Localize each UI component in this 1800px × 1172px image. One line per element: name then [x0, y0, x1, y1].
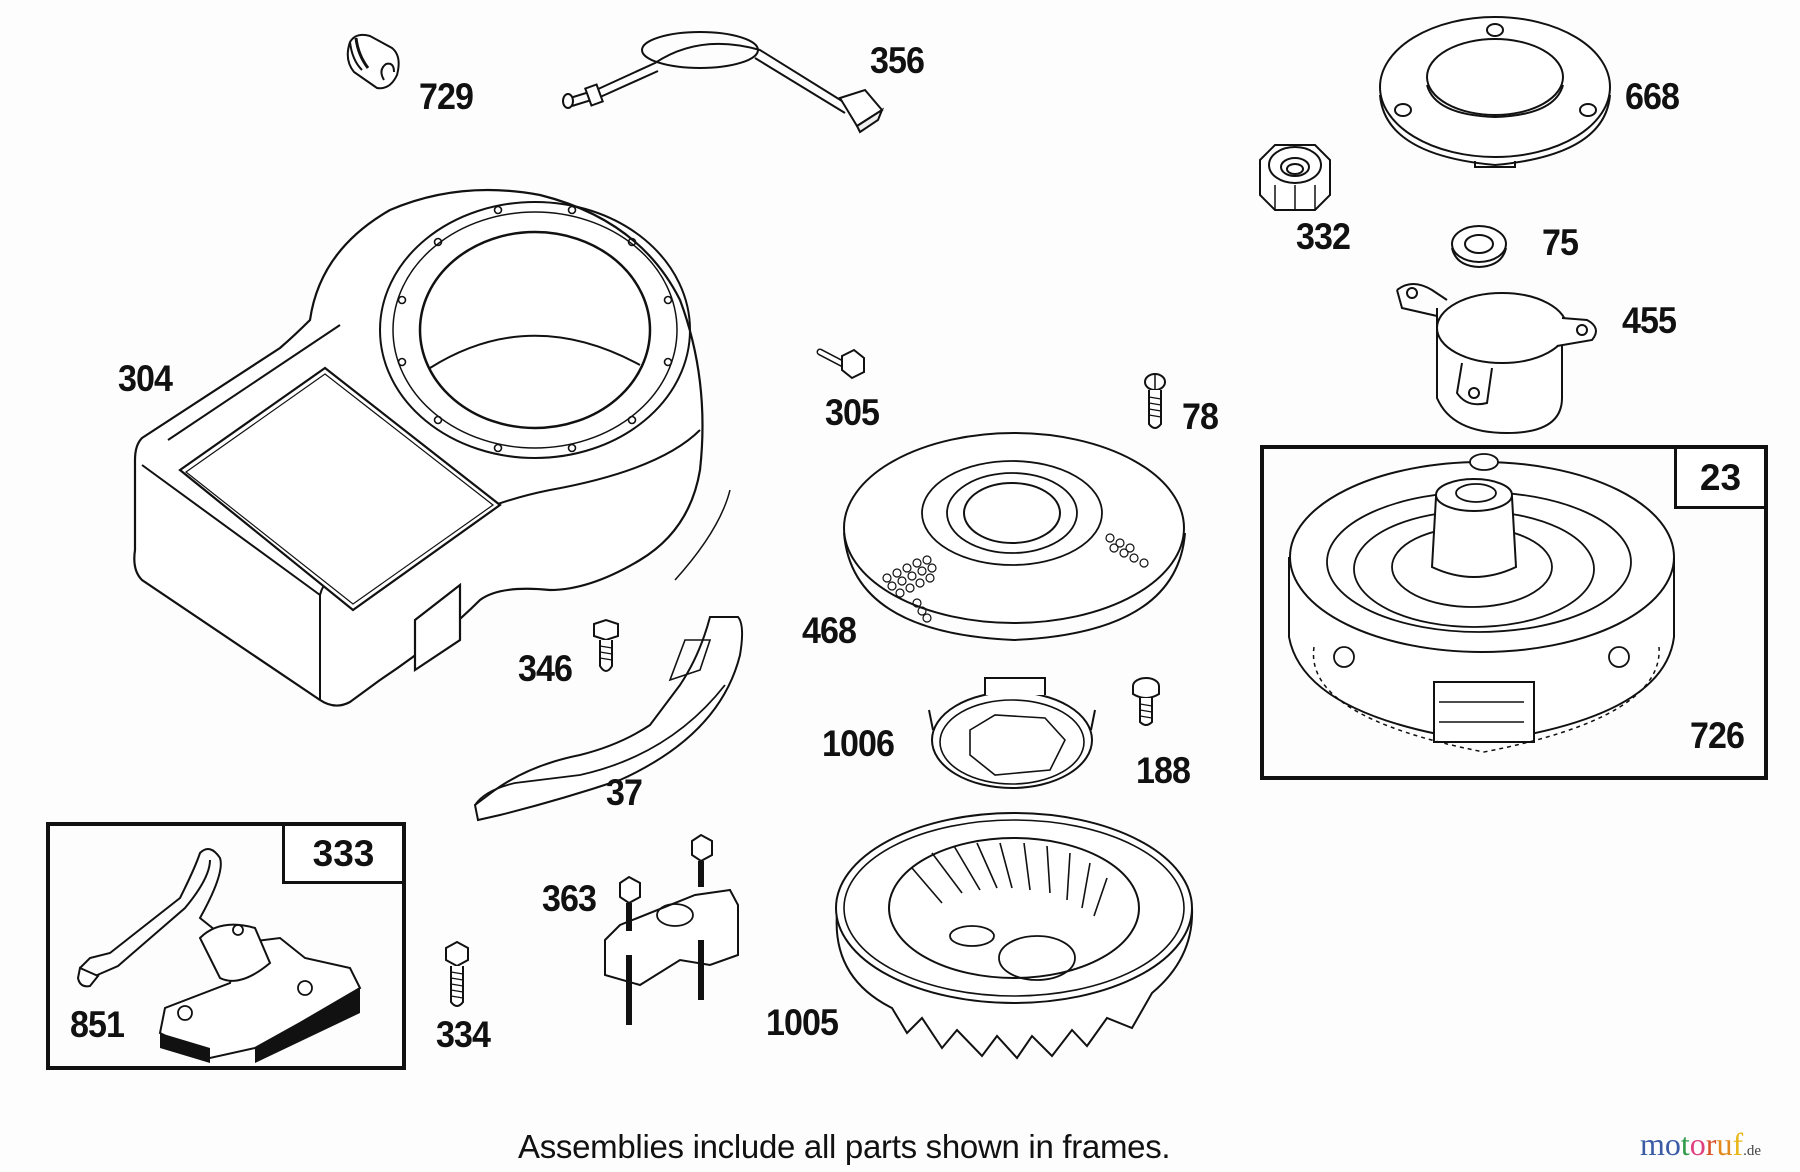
- watermark-tld: .de: [1743, 1143, 1762, 1159]
- callout-726[interactable]: 726: [1690, 715, 1745, 756]
- callout-851[interactable]: 851: [70, 1004, 125, 1045]
- frame-tag-333[interactable]: 333: [282, 826, 402, 884]
- callout-334[interactable]: 334: [436, 1014, 491, 1055]
- callout-332[interactable]: 332: [1296, 216, 1351, 257]
- callout-729[interactable]: 729: [419, 76, 474, 117]
- callout-78[interactable]: 78: [1182, 396, 1219, 437]
- callout-1006[interactable]: 1006: [822, 723, 895, 764]
- screw-305-drawing: [818, 342, 868, 382]
- assembly-frame-23: 23 726: [1260, 445, 1768, 780]
- starter-cup-455-drawing: [1392, 278, 1602, 438]
- armature-bracket-363-drawing: [600, 835, 740, 1025]
- callout-75[interactable]: 75: [1542, 222, 1579, 263]
- watermark-letter: r: [1705, 1126, 1717, 1162]
- ground-wire-356-drawing: [560, 28, 930, 138]
- callout-455[interactable]: 455: [1622, 300, 1677, 341]
- callout-356[interactable]: 356: [870, 40, 925, 81]
- cover-plate-668-drawing: [1375, 15, 1615, 170]
- watermark-letter: t: [1680, 1126, 1690, 1162]
- callout-1005[interactable]: 1005: [766, 1002, 839, 1043]
- callout-304[interactable]: 304: [118, 358, 173, 399]
- screw-78-drawing: [1140, 372, 1170, 432]
- callout-346[interactable]: 346: [518, 648, 573, 689]
- screw-346-drawing: [588, 618, 624, 676]
- frame-tag-23[interactable]: 23: [1674, 449, 1764, 509]
- watermark-letter: m: [1640, 1126, 1665, 1162]
- callout-305[interactable]: 305: [825, 392, 880, 433]
- grommet-729-drawing: [342, 30, 412, 95]
- rotating-screen-468-drawing: [842, 428, 1187, 648]
- watermark-letter: o: [1664, 1126, 1681, 1162]
- watermark-letter: u: [1716, 1126, 1733, 1162]
- callout-668[interactable]: 668: [1625, 76, 1680, 117]
- magneto-assembly-drawing: [70, 848, 380, 1063]
- watermark-letter: f: [1732, 1126, 1744, 1162]
- assembly-frame-333: 333 851: [46, 822, 406, 1070]
- callout-188[interactable]: 188: [1136, 750, 1191, 791]
- callout-363[interactable]: 363: [542, 878, 597, 919]
- flywheel-726-drawing: [1284, 457, 1684, 767]
- callout-37[interactable]: 37: [606, 772, 643, 813]
- assemblies-footnote: Assemblies include all parts shown in fr…: [518, 1128, 1171, 1165]
- retainer-1006-drawing: [925, 670, 1100, 795]
- screw-334-drawing: [442, 942, 472, 1010]
- motoruf-watermark-logo: motoruf.de: [1640, 1128, 1761, 1160]
- air-guide-37-drawing: [470, 615, 755, 820]
- fan-1005-drawing: [832, 808, 1197, 1063]
- blower-housing-304-drawing: [120, 180, 800, 710]
- screw-188-drawing: [1130, 676, 1162, 728]
- washer-75-drawing: [1450, 224, 1508, 270]
- nut-332-drawing: [1255, 140, 1335, 215]
- watermark-letter: o: [1689, 1126, 1706, 1162]
- callout-468[interactable]: 468: [802, 610, 857, 651]
